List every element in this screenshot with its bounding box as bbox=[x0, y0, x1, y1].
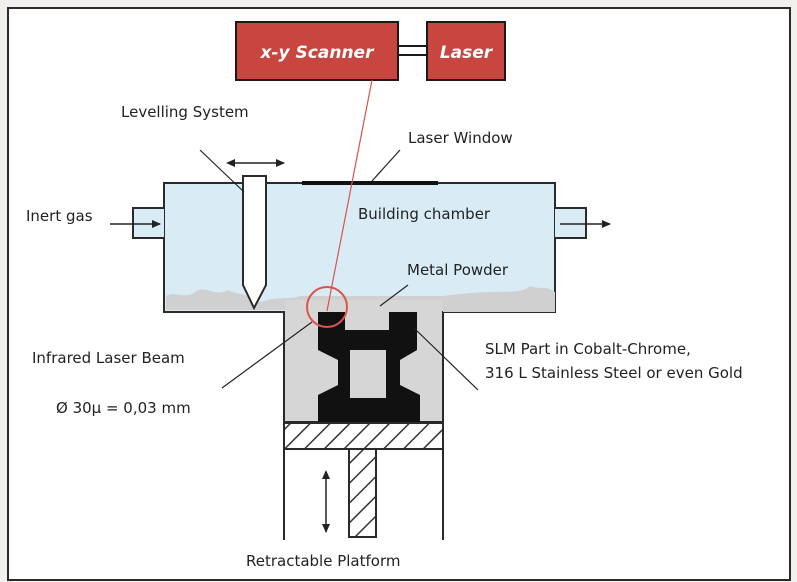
scanner-label: x-y Scanner bbox=[260, 43, 376, 63]
slm-part-inner-notch bbox=[345, 330, 389, 344]
levelling-leader bbox=[199, 149, 245, 193]
laser-label: Laser bbox=[440, 43, 494, 63]
infrared-laser-beam bbox=[326, 79, 373, 312]
infrared-laser-beam-label: Infrared Laser Beam bbox=[32, 349, 185, 367]
metal-powder-leader bbox=[379, 284, 409, 307]
gas-outlet-nozzle bbox=[555, 207, 587, 239]
metal-powder-layer bbox=[166, 286, 555, 312]
levelling-blade bbox=[242, 175, 267, 311]
beam-diameter-label: Ø 30µ = 0,03 mm bbox=[56, 399, 191, 417]
inert-gas-label: Inert gas bbox=[26, 207, 93, 225]
scanner-box: x-y Scanner bbox=[235, 21, 399, 81]
levelling-system-label: Levelling System bbox=[121, 103, 249, 121]
laser-box: Laser bbox=[426, 21, 506, 81]
slm-part-leader bbox=[413, 327, 479, 391]
piston-rod bbox=[348, 448, 377, 538]
laser-window-leader bbox=[371, 149, 401, 182]
building-chamber-label: Building chamber bbox=[358, 205, 491, 223]
slm-part-label-line1: SLM Part in Cobalt-Chrome, bbox=[485, 340, 691, 358]
build-platform bbox=[283, 422, 444, 450]
laser-window-label: Laser Window bbox=[408, 129, 513, 147]
gas-inlet-nozzle bbox=[132, 207, 164, 239]
slm-part-inner bbox=[350, 350, 386, 398]
scanner-laser-connector bbox=[398, 45, 427, 56]
focus-circle bbox=[306, 286, 348, 328]
retractable-platform-label: Retractable Platform bbox=[246, 552, 400, 570]
metal-powder-label: Metal Powder bbox=[407, 261, 509, 279]
beam-leader bbox=[221, 321, 313, 389]
slm-part-label-line2: 316 L Stainless Steel or even Gold bbox=[485, 364, 743, 382]
